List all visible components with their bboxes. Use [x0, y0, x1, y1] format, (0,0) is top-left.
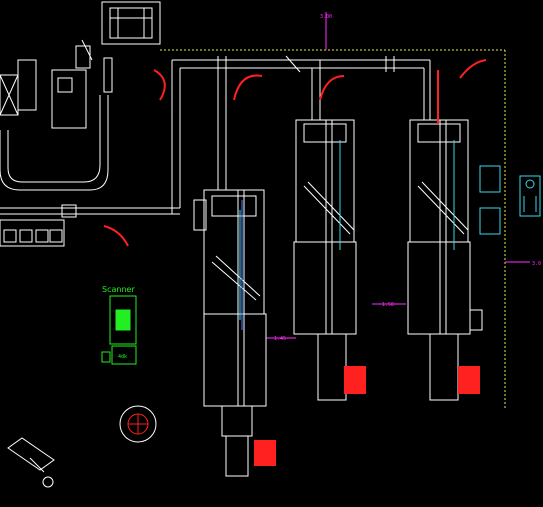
scanner-label: Scanner	[102, 285, 135, 294]
workcell-1-red-bin[interactable]	[254, 440, 276, 466]
dimension-right-offset: 3.0	[532, 261, 541, 267]
dimension-gap-2: 1.50	[382, 302, 394, 308]
header-pipe	[171, 55, 431, 214]
robot-controller-icon[interactable]	[519, 175, 541, 217]
left-equipment-cluster	[0, 39, 113, 129]
scanner-box-label: 4dk	[118, 354, 127, 360]
upper-fixture	[101, 1, 161, 45]
roller-rack	[0, 219, 65, 247]
red-arcs	[103, 59, 487, 247]
dimension-top-offset: 3.00	[320, 14, 332, 20]
conveyor-loop	[0, 95, 180, 218]
workcell-3-red-bin[interactable]	[458, 366, 480, 394]
workcell-1[interactable]	[193, 189, 267, 477]
hand-tool-icon[interactable]	[7, 437, 55, 488]
dimension-lines	[266, 12, 530, 339]
scanner-device[interactable]	[101, 295, 137, 365]
cyan-doors	[479, 165, 501, 235]
workcell-3[interactable]	[407, 119, 483, 401]
dimension-gap-1: 1.45	[274, 336, 286, 342]
workcell-2-red-bin[interactable]	[344, 366, 366, 394]
workcell-2[interactable]	[293, 119, 357, 401]
boundary-lines	[160, 49, 506, 410]
rotary-table-icon[interactable]	[119, 405, 157, 443]
